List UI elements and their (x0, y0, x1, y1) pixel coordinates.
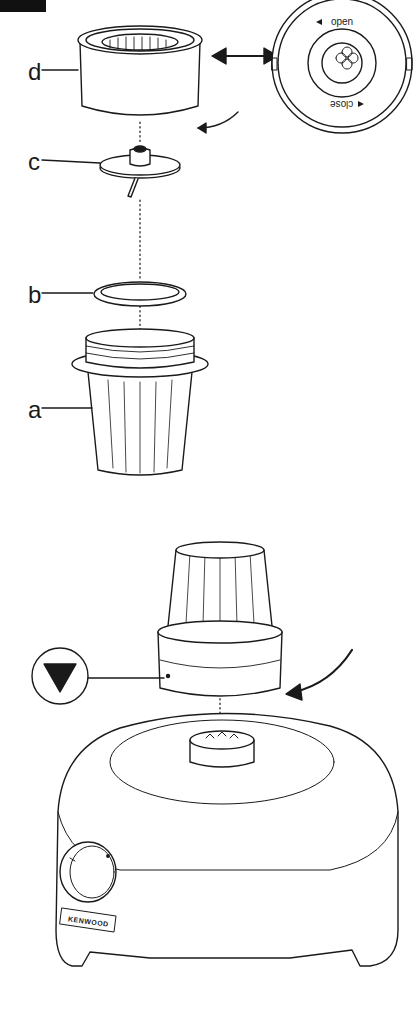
align-symbol (32, 648, 164, 704)
blade-unit (100, 146, 180, 197)
part-letter: d (28, 60, 41, 84)
part-letter: a (28, 398, 41, 422)
mill-jar (72, 329, 208, 475)
part-letter: b (28, 283, 41, 307)
leader-line (42, 292, 93, 293)
lid-top-view (272, 0, 412, 133)
motor-base (56, 713, 398, 966)
corner-mark (0, 0, 46, 12)
leader-line (42, 69, 78, 70)
seal-ring (94, 282, 186, 306)
part-letter: c (28, 150, 40, 174)
leader-line (42, 160, 100, 163)
leader-line (42, 407, 92, 408)
lid-marking: close (330, 99, 353, 109)
mill-jar-inverted (158, 542, 282, 696)
double-arrow (212, 48, 278, 64)
lid-marking: open (331, 17, 353, 27)
lid (78, 26, 202, 115)
turn-arrow (294, 650, 352, 692)
